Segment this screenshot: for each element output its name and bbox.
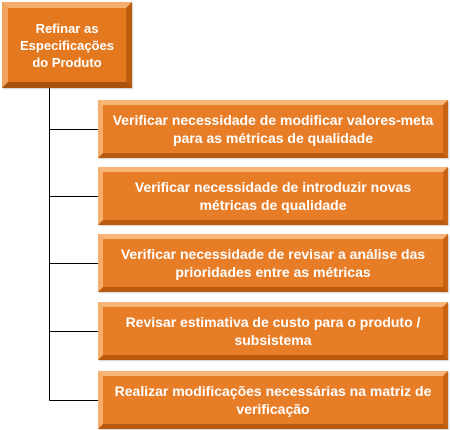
task-node-label: Verificar necessidade de modificar valor… <box>112 112 434 146</box>
task-node-label: Realizar modificações necessárias na mat… <box>114 383 432 417</box>
task-node-3: Verificar necessidade de revisar a análi… <box>98 234 448 292</box>
task-node-5: Realizar modificações necessárias na mat… <box>98 371 448 429</box>
task-node-label: Verificar necessidade de revisar a análi… <box>120 246 426 280</box>
task-node-4: Revisar estimativa de custo para o produ… <box>98 302 448 360</box>
task-node-1: Verificar necessidade de modificar valor… <box>98 100 448 158</box>
task-node-2: Verificar necessidade de introduzir nova… <box>98 167 448 225</box>
task-node-label: Verificar necessidade de introduzir nova… <box>134 179 412 213</box>
root-node-label: Refinar as Especificações do Produto <box>20 20 114 70</box>
task-node-label: Revisar estimativa de custo para o produ… <box>125 314 421 348</box>
root-node: Refinar as Especificações do Produto <box>2 2 132 88</box>
